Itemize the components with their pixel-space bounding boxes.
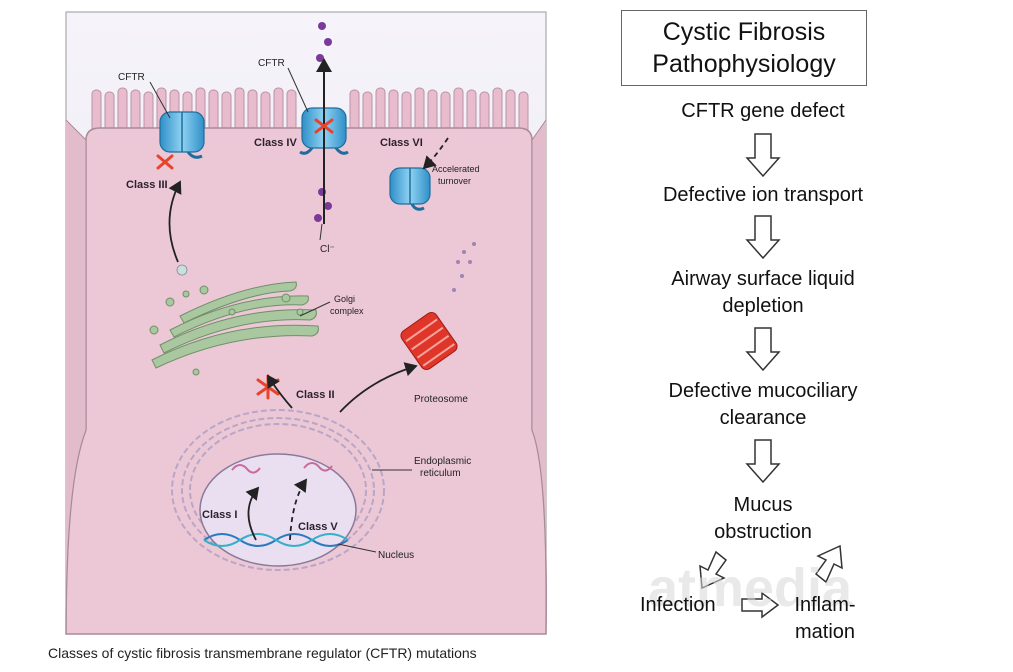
label-nucleus: Nucleus [378, 550, 414, 561]
label-class-vi: Class VI [380, 137, 423, 149]
step-defective-ion-transport: Defective ion transport [623, 182, 903, 209]
step-text: Infection [640, 594, 716, 616]
cftr-channel-right [389, 167, 431, 211]
class-v-arrow [289, 478, 308, 541]
flow-arrows [699, 133, 843, 619]
neighbor-cell-right [531, 119, 547, 635]
label-class-v: Class V [298, 521, 338, 533]
flowchart-title-line1: Cystic Fibrosis [662, 18, 826, 46]
class-iii-arrow [168, 180, 182, 263]
label-endoplasmic: Endoplasmic [414, 456, 471, 467]
class-i-arrow [245, 486, 260, 541]
label-class-i: Class I [202, 509, 237, 521]
step-inflammation: Inflam- mation [780, 592, 870, 646]
flow-arrow-to-infection [699, 550, 728, 590]
label-class-iii: Class III [126, 179, 168, 191]
step-text: Defective mucociliary [668, 380, 858, 402]
cftr-channel-left [159, 111, 205, 159]
figure-caption: Classes of cystic fibrosis transmembrane… [48, 645, 477, 661]
label-cftr-mid: CFTR [258, 58, 285, 69]
flow-arrow-2 [745, 215, 781, 260]
step-text: Airway surface liquid [671, 268, 855, 290]
flow-arrow-to-inflammation [741, 591, 780, 619]
step-cftr-gene-defect: CFTR gene defect [623, 98, 903, 125]
degraded-peptides [452, 242, 476, 292]
flowchart-title: Cystic Fibrosis Pathophysiology [621, 10, 867, 86]
label-golgi-complex: complex [330, 306, 364, 316]
label-proteosome: Proteosome [414, 394, 468, 405]
step-text: Defective ion transport [662, 184, 864, 206]
label-class-ii: Class II [296, 389, 335, 401]
class-ii-arrow [267, 374, 293, 409]
flowchart-title-line2: Pathophysiology [652, 50, 836, 78]
label-reticulum: reticulum [420, 468, 461, 479]
class-vi-arrow [422, 137, 449, 170]
leader-lines [149, 67, 412, 553]
step-text: mation [794, 621, 856, 643]
dna-helix [203, 533, 349, 547]
flow-arrow-back-to-mucus [814, 544, 843, 584]
step-text: depletion [722, 295, 804, 317]
mrna-strand [231, 464, 261, 474]
mrna-strand [303, 462, 333, 472]
flow-arrow-3 [745, 327, 781, 372]
label-accelerated: Accelerated [432, 164, 480, 174]
step-asl-depletion: Airway surface liquid depletion [623, 266, 903, 320]
step-text: obstruction [714, 521, 812, 543]
step-text: CFTR gene defect [681, 100, 845, 122]
label-golgi: Golgi [334, 294, 355, 304]
step-defective-mucociliary-clearance: Defective mucociliary clearance [623, 378, 903, 432]
step-text: clearance [719, 407, 807, 429]
step-text: Mucus [733, 494, 793, 516]
watermark-logo: atmedia [648, 558, 853, 618]
proteosome-arrow [339, 362, 418, 413]
label-chloride: Cl⁻ [320, 244, 335, 255]
step-mucus-obstruction: Mucus obstruction [623, 492, 903, 546]
step-text: Inflam- [794, 594, 856, 616]
neighbor-cell-left [65, 119, 87, 635]
golgi-complex [149, 281, 319, 376]
label-class-iv: Class IV [254, 137, 297, 149]
vesicle [176, 264, 188, 276]
step-infection: Infection [640, 592, 740, 619]
proteosome [400, 311, 458, 371]
label-cftr-left: CFTR [118, 72, 145, 83]
label-turnover: turnover [438, 176, 471, 186]
flow-arrow-4 [745, 439, 781, 484]
flow-arrow-1 [745, 133, 781, 178]
